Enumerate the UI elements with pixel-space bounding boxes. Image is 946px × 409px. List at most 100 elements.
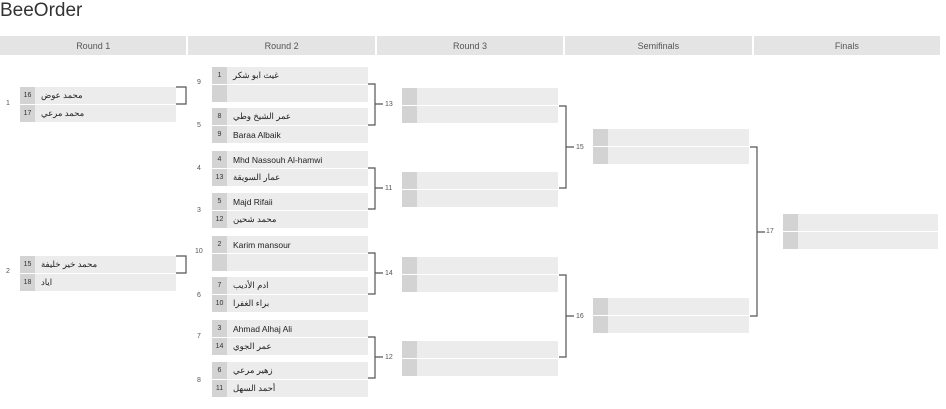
participant-slot[interactable]: 3 Ahmad Alhaj Ali [212,320,368,337]
match-number: 17 [766,228,774,235]
participant-slot[interactable] [402,172,558,189]
match-number: 6 [197,292,201,299]
participant-name: محمد مرعي [41,108,85,118]
seed-number [593,129,608,146]
seed-number: 12 [212,211,227,228]
match-number: 5 [197,122,201,129]
participant-slot[interactable] [402,190,558,207]
participant-slot[interactable] [402,341,558,358]
round-headers: Round 1 Round 2 Round 3 Semifinals Final… [0,36,941,55]
participant-slot[interactable]: 15 محمد خير خليفة [20,256,176,273]
participant-slot[interactable] [593,129,749,146]
app-title: BeeOrder [0,0,83,21]
participant-slot[interactable] [593,147,749,164]
match-11 [402,172,558,208]
seed-number: 14 [212,338,227,355]
match-number: 14 [385,270,393,277]
match-number: 7 [197,333,201,340]
participant-name: محمد خير خليفة [41,259,98,269]
participant-slot[interactable] [402,257,558,274]
round-header-finals: Finals [753,36,941,55]
participant-slot[interactable] [402,275,558,292]
match-9: 1 غيث ابو شكر [212,67,368,103]
participant-slot[interactable] [212,85,368,102]
seed-number: 3 [212,320,227,337]
round-header-1: Round 1 [0,36,187,55]
match-12 [402,341,558,377]
seed-number [402,106,417,123]
match-17 [783,214,938,250]
match-13 [402,88,558,124]
seed-number [593,298,608,315]
match-number: 12 [385,354,393,361]
participant-slot[interactable] [402,88,558,105]
seed-number [212,85,227,102]
match-number: 16 [576,313,584,320]
match-number: 3 [197,207,201,214]
seed-number: 10 [212,295,227,312]
participant-slot[interactable] [402,359,558,376]
participant-slot[interactable]: 8 عمر الشيخ وطي [212,108,368,125]
participant-name: Karim mansour [233,239,291,250]
seed-number: 15 [20,256,35,273]
participant-slot[interactable] [593,316,749,333]
seed-number: 18 [20,274,35,291]
seed-number [593,147,608,164]
match-number: 15 [576,144,584,151]
participant-name: غيث ابو شكر [233,70,279,80]
participant-slot[interactable] [783,232,938,249]
participant-slot[interactable]: 7 ادم الأديب [212,277,368,294]
seed-number: 9 [212,126,227,143]
participant-slot[interactable] [402,106,558,123]
match-number: 4 [197,165,201,172]
seed-number: 4 [212,151,227,168]
match-14 [402,257,558,293]
participant-name: Ahmad Alhaj Ali [233,323,293,334]
seed-number [402,359,417,376]
participant-name: عمر الشيخ وطي [233,111,291,121]
seed-number: 5 [212,193,227,210]
seed-number: 6 [212,362,227,379]
seed-number: 7 [212,277,227,294]
match-number: 9 [197,79,201,86]
match-16 [593,298,749,334]
match-number: 10 [195,248,203,255]
participant-name: أحمد السهل [233,383,276,393]
seed-number [593,316,608,333]
participant-slot[interactable] [212,254,368,271]
seed-number: 1 [212,67,227,84]
seed-number: 8 [212,108,227,125]
match-number: 2 [6,268,10,275]
round-header-semifinals: Semifinals [565,36,752,55]
participant-slot[interactable]: 1 غيث ابو شكر [212,67,368,84]
participant-slot[interactable] [593,298,749,315]
seed-number [402,88,417,105]
seed-number [212,254,227,271]
match-number: 1 [6,100,10,107]
participant-name: ادم الأديب [233,280,269,290]
seed-number [783,232,798,249]
match-15 [593,129,749,165]
match-number: 13 [385,101,393,108]
participant-slot[interactable] [783,214,938,231]
round-header-3: Round 3 [376,36,564,55]
